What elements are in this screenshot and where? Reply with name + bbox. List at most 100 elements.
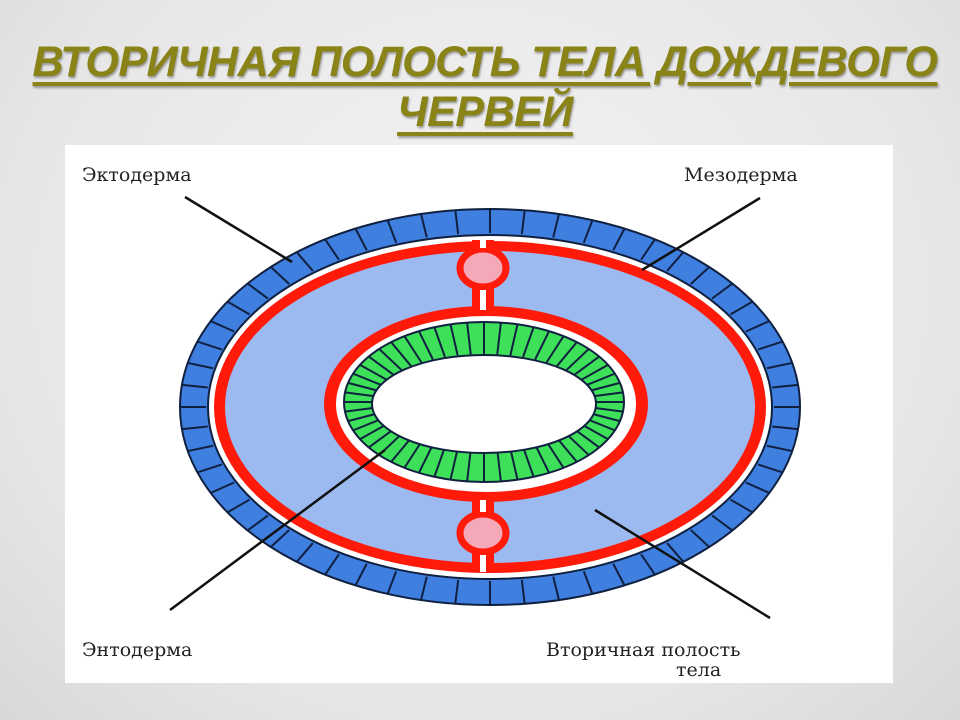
endoderm-cell-divider — [418, 330, 434, 360]
endoderm-cell-divider — [433, 446, 446, 478]
endoderm-cell-divider — [509, 324, 519, 356]
ectoderm-cell-divider — [520, 579, 526, 604]
ectoderm-cell-divider — [640, 238, 656, 261]
slide-title-line1: ВТОРИЧНАЯ ПОЛОСТЬ ТЕЛА ДОЖДЕВОГО — [5, 38, 960, 87]
endoderm-cell-divider — [347, 381, 378, 392]
ectoderm-cell-divider — [324, 238, 340, 261]
dorsal-mesentery — [456, 240, 510, 310]
ectoderm-cell-divider — [454, 579, 460, 604]
endoderm-cell-divider — [522, 446, 535, 478]
ectoderm-cell-divider — [690, 266, 710, 285]
endoderm-cell-dividers — [344, 322, 624, 482]
endoderm-cell-divider — [565, 348, 590, 371]
endoderm-cell-divider — [344, 406, 375, 413]
endoderm-cell-divider — [545, 335, 565, 364]
ectoderm-cell-divider — [612, 563, 626, 586]
endoderm-cell-divider — [433, 326, 446, 358]
endoderm-cell-divider — [590, 412, 621, 423]
endoderm-cell-divider — [390, 437, 412, 463]
ectoderm-cell-divider — [612, 228, 626, 251]
ectoderm-cell-divider — [582, 219, 594, 244]
endoderm-cell-divider — [556, 341, 578, 367]
endoderm-cell-divider — [359, 423, 388, 441]
endoderm-cell-divider — [347, 412, 378, 423]
ectoderm-cell-divider — [766, 361, 793, 370]
endoderm-cell-divider — [390, 341, 412, 367]
endoderm-cell-divider — [593, 406, 624, 413]
endoderm-cell-divider — [534, 330, 550, 360]
ectoderm-cell-divider — [690, 529, 710, 548]
endoderm-cell-divider — [496, 449, 502, 482]
endoderm-cell-divider — [466, 449, 472, 482]
ectoderm-cell-divider — [772, 383, 799, 389]
ectoderm-cell-divider — [354, 228, 368, 251]
label-ectoderm: Эктодерма — [82, 164, 192, 186]
ectoderm-cell-divider — [354, 563, 368, 586]
ectoderm-cell-divider — [711, 282, 733, 300]
endoderm-cell-divider — [573, 355, 600, 376]
endoderm-cell-divider — [403, 335, 423, 364]
endoderm-cell-divider — [586, 372, 616, 386]
ectoderm-cell-divider — [324, 553, 340, 576]
gut-lumen — [371, 354, 597, 454]
ectoderm-cell-divider — [757, 340, 783, 351]
endoderm-cell-divider — [496, 322, 502, 355]
cavity-leader-line — [594, 508, 771, 620]
endoderm-cell-divider — [418, 444, 434, 474]
endoderm-cell-divider — [403, 440, 423, 469]
ectoderm-cell-divider — [187, 361, 214, 370]
endoderm-cell-divider — [522, 326, 535, 358]
ectoderm-cell-divider — [197, 463, 223, 474]
endoderm-cell-divider — [352, 372, 382, 386]
ectoderm-cell-divider — [181, 425, 208, 431]
endoderm-cell-divider — [534, 444, 550, 474]
endoderm-cell-divider — [344, 391, 375, 398]
endoderm-leader-line — [169, 448, 386, 612]
ectoderm-cell-divider — [711, 514, 733, 532]
endoderm-cell-divider — [580, 363, 609, 381]
ectoderm-cell-divider — [270, 266, 290, 285]
ectoderm-cell-divider — [520, 210, 526, 235]
endoderm-cell-divider — [352, 418, 382, 432]
endoderm-cell-divider — [368, 428, 395, 449]
ectoderm-cell-divider — [270, 529, 290, 548]
ectoderm-cell-divider — [386, 570, 398, 595]
ectoderm-cell-divider — [210, 481, 235, 494]
endoderm-cell-divider — [593, 391, 624, 398]
ectoderm-cell-divider — [745, 481, 770, 494]
endoderm-cell-divider — [565, 433, 590, 456]
ectoderm-cell-divider — [295, 251, 314, 272]
ectoderm-cell-divider — [666, 251, 685, 272]
endoderm-cell-divider — [449, 448, 459, 480]
ectoderm-cell-divider — [420, 576, 428, 601]
ectoderm-cell-divider — [227, 498, 251, 514]
ectoderm-cell-divider — [386, 219, 398, 244]
ectoderm-cell-divider — [552, 213, 560, 238]
ectoderm-cell-divider — [187, 444, 214, 453]
dorsal-blood-vessel — [456, 245, 510, 291]
slide-title-line2: ЧЕРВЕЙ — [5, 88, 960, 137]
ectoderm-cell-divider — [247, 282, 269, 300]
label-cavity-line1: Вторичная полость — [546, 639, 741, 661]
ectoderm-cell-divider — [766, 444, 793, 453]
endoderm-cell-divider — [556, 437, 578, 463]
ectoderm-cell-divider — [772, 425, 799, 431]
ectoderm-cell-divider — [552, 576, 560, 601]
endoderm-cell-divider — [586, 418, 616, 432]
ectoderm-leader-line — [184, 195, 293, 264]
ectoderm-cell-dividers — [180, 209, 800, 605]
label-mesoderm: Мезодерма — [684, 164, 798, 186]
endoderm-cell-divider — [466, 322, 472, 355]
mesoderm-leader-line — [641, 196, 761, 272]
ventral-mesentery — [456, 498, 510, 572]
ventral-blood-vessel — [456, 510, 510, 556]
endoderm-cell-divider — [590, 381, 621, 392]
ectoderm-cell-divider — [666, 542, 685, 563]
endoderm-cell-divider — [580, 423, 609, 441]
label-endoderm: Энтодерма — [82, 639, 193, 661]
endoderm-cell-divider — [368, 355, 395, 376]
label-cavity-line2: тела — [676, 659, 722, 681]
ectoderm-cell-divider — [757, 463, 783, 474]
ectoderm-cell-divider — [729, 498, 753, 514]
